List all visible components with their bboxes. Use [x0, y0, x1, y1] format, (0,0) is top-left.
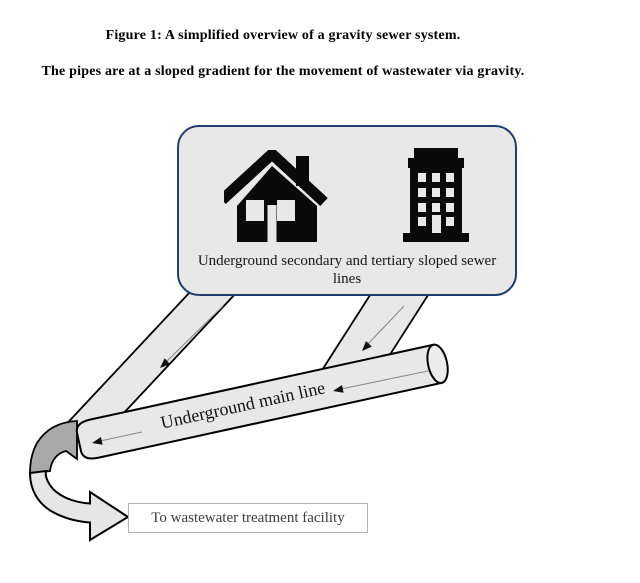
main-pipe	[75, 343, 449, 460]
figure-title: Figure 1: A simplified overview of a gra…	[105, 28, 461, 43]
source-box-icons	[223, 145, 471, 247]
curved-outflow-arrow	[28, 469, 130, 542]
source-box: Underground secondary and tertiary slope…	[177, 125, 517, 296]
building-icon	[402, 148, 469, 242]
source-box-label: Underground secondary and tertiary slope…	[197, 253, 497, 287]
right-branch-flow-arrow	[362, 305, 405, 351]
left-branch-flow-arrow	[160, 305, 224, 368]
main-pipe-end-cap	[426, 343, 449, 384]
main-pipe-flow-arrow-right	[333, 370, 429, 393]
ribbon-elbow-dark	[29, 420, 78, 474]
treatment-facility-box: To wastewater treatment facility	[128, 503, 368, 533]
house-icon	[223, 150, 328, 242]
main-pipe-flow-arrow-left	[92, 431, 143, 445]
figure-subtitle: The pipes are at a sloped gradient for t…	[41, 64, 525, 79]
main-pipe-body	[75, 343, 443, 460]
treatment-facility-label: To wastewater treatment facility	[151, 510, 345, 526]
